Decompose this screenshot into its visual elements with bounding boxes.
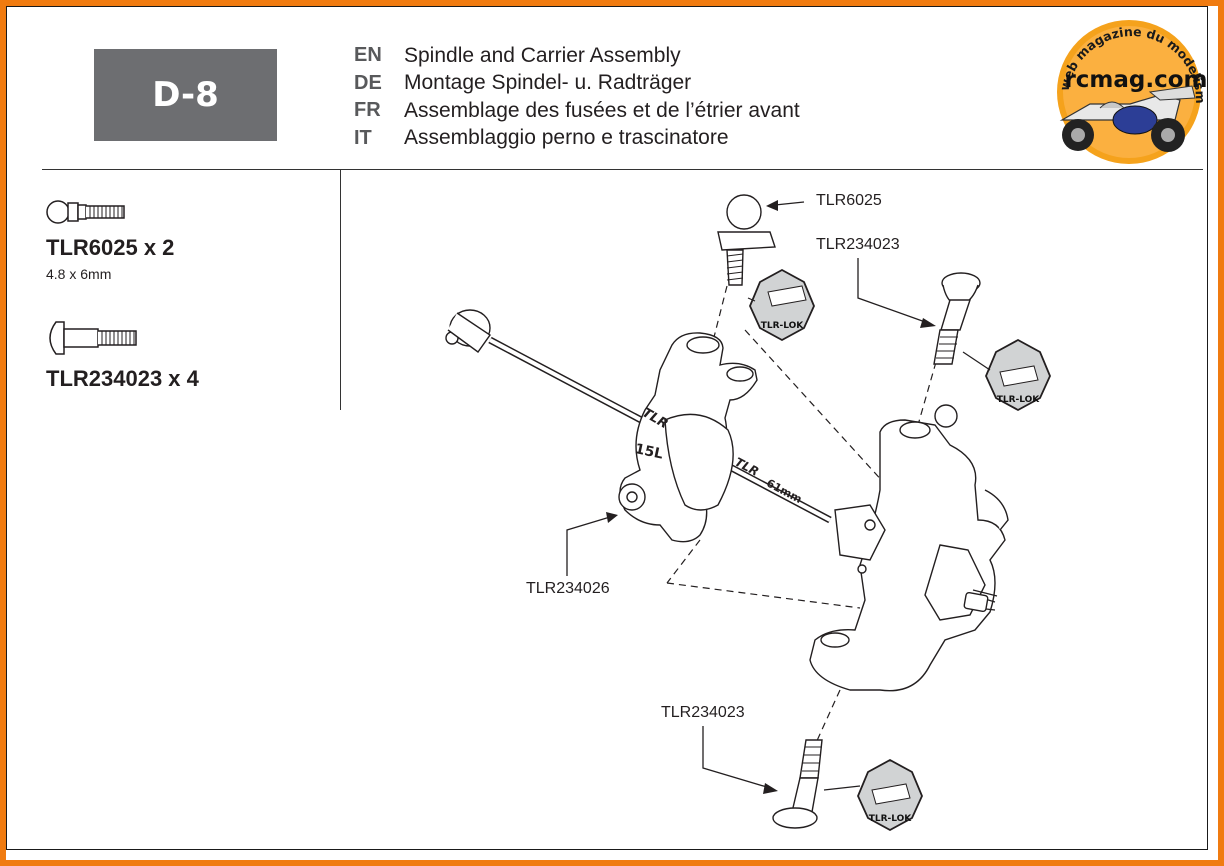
lang-code: FR bbox=[354, 99, 381, 122]
title-row-en: EN Spindle and Carrier Assembly bbox=[354, 42, 800, 70]
lang-code: EN bbox=[354, 44, 382, 67]
title-text: Montage Spindel- u. Radträger bbox=[404, 71, 692, 95]
part-name-ball-stud: TLR6025 x 2 bbox=[46, 235, 175, 260]
title-text: Assemblage des fusées et de l’étrier ava… bbox=[404, 98, 800, 122]
header-divider bbox=[42, 169, 1203, 170]
step-number-box: D-8 bbox=[94, 49, 277, 141]
lang-code: IT bbox=[354, 126, 372, 149]
title-text: Assemblaggio perno e trascinatore bbox=[404, 126, 729, 150]
parts-divider bbox=[340, 170, 341, 410]
callout-carrier: TLR234026 bbox=[526, 580, 610, 597]
callout-screw-top: TLR234023 bbox=[816, 236, 900, 253]
part-name-shoulder-screw: TLR234023 x 4 bbox=[46, 366, 199, 391]
title-row-it: IT Assemblaggio perno e trascinatore bbox=[354, 125, 800, 153]
lang-code: DE bbox=[354, 71, 382, 94]
part-size-ball-stud: 4.8 x 6mm bbox=[46, 266, 112, 282]
step-titles: EN Spindle and Carrier Assembly DE Montage… bbox=[354, 42, 800, 152]
callout-screw-bottom: TLR234023 bbox=[661, 704, 745, 721]
step-number: D-8 bbox=[152, 75, 219, 115]
title-row-de: DE Montage Spindel- u. Radträger bbox=[354, 70, 800, 98]
title-row-fr: FR Assemblage des fusées et de l’étrier a… bbox=[354, 97, 800, 125]
title-text: Spindle and Carrier Assembly bbox=[404, 43, 681, 67]
callout-ball-stud: TLR6025 bbox=[816, 192, 882, 209]
